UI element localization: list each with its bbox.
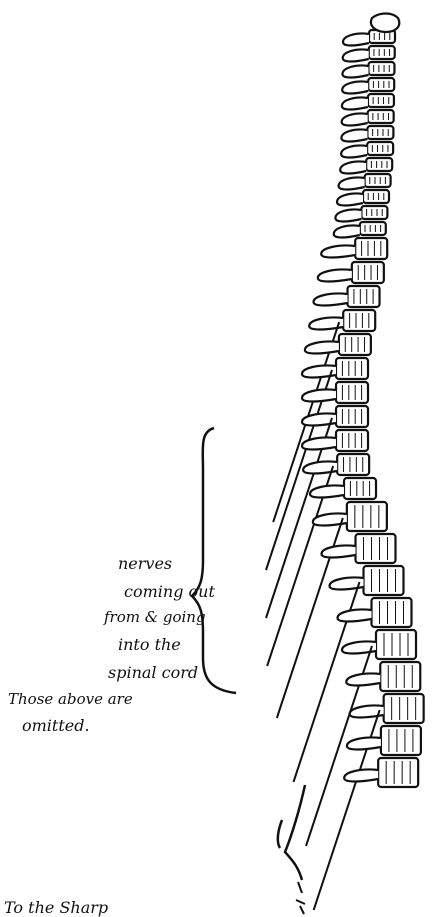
spinous-process: [302, 389, 336, 401]
spinous-process: [342, 65, 368, 77]
spinous-process: [322, 545, 356, 557]
annotation-line-4: into the: [118, 637, 181, 653]
spinous-process: [335, 209, 361, 221]
spinous-process: [342, 113, 368, 125]
vertebra-body: [369, 46, 395, 59]
vertebra-body: [366, 158, 392, 171]
vertebra-body: [372, 598, 412, 627]
vertebra-body: [376, 630, 416, 659]
vertebra-body: [361, 206, 387, 219]
spinous-process: [342, 81, 368, 93]
spinous-process: [344, 769, 378, 781]
vertebra-body: [368, 110, 394, 123]
spinal-column: [266, 14, 424, 911]
spinous-process: [341, 129, 367, 141]
vertebra-body: [380, 662, 420, 691]
vertebra-body: [355, 238, 387, 259]
spinous-process: [334, 225, 360, 237]
vertebra-body: [336, 382, 368, 403]
spinous-process: [321, 245, 355, 257]
vertebra-body: [336, 358, 368, 379]
annotation-line-6: Those above are: [8, 692, 133, 707]
vertebra-body: [347, 502, 387, 531]
annotation-line-1: nerves: [118, 556, 172, 572]
atlas-vertebra: [371, 14, 399, 33]
annotation-line-2: coming out: [124, 584, 215, 600]
vertebra-body: [367, 126, 393, 139]
vertebra-body: [368, 94, 394, 107]
spinous-process: [314, 293, 348, 305]
vertebra-body: [368, 78, 394, 91]
vertebra-body: [336, 430, 368, 451]
vertebra-body: [352, 262, 384, 283]
vertebra-body: [363, 190, 389, 203]
vertebra-body: [343, 310, 375, 331]
vertebra-body: [339, 334, 371, 355]
vertebra-body: [367, 142, 393, 155]
vertebra-body: [360, 222, 386, 235]
spinous-process: [346, 673, 380, 685]
spinous-process: [342, 97, 368, 109]
vertebra-body: [378, 758, 418, 787]
vertebra-body: [337, 454, 369, 475]
spinous-process: [340, 161, 366, 173]
vertebra-body: [348, 286, 380, 307]
spinous-process: [337, 193, 363, 205]
vertebra-body: [336, 406, 368, 427]
annotation-line-3: from & going: [104, 610, 206, 625]
vertebra-body: [356, 534, 396, 563]
spinous-process: [305, 341, 339, 353]
vertebra-body: [364, 566, 404, 595]
vertebra-body: [384, 694, 424, 723]
spinous-process: [341, 145, 367, 157]
sacrum-outline: [278, 785, 305, 880]
spinous-process: [310, 485, 344, 497]
spinous-process: [347, 737, 381, 749]
annotation-line-5: spinal cord: [108, 665, 198, 681]
spinous-process: [318, 269, 352, 281]
annotation-line-7: omitted.: [22, 718, 90, 734]
spinous-process: [343, 49, 369, 61]
vertebra-body: [381, 726, 421, 755]
spinous-process: [338, 609, 372, 621]
annotation-brace: [192, 428, 236, 693]
spinous-process: [339, 177, 365, 189]
vertebra-body: [344, 478, 376, 499]
bottom-text-fragment: To the Sharp: [4, 900, 108, 916]
spinous-process: [302, 437, 336, 449]
spinous-process: [343, 33, 369, 45]
vertebra-body: [368, 62, 394, 75]
tailbone-tip: [296, 882, 305, 914]
vertebra-body: [365, 174, 391, 187]
